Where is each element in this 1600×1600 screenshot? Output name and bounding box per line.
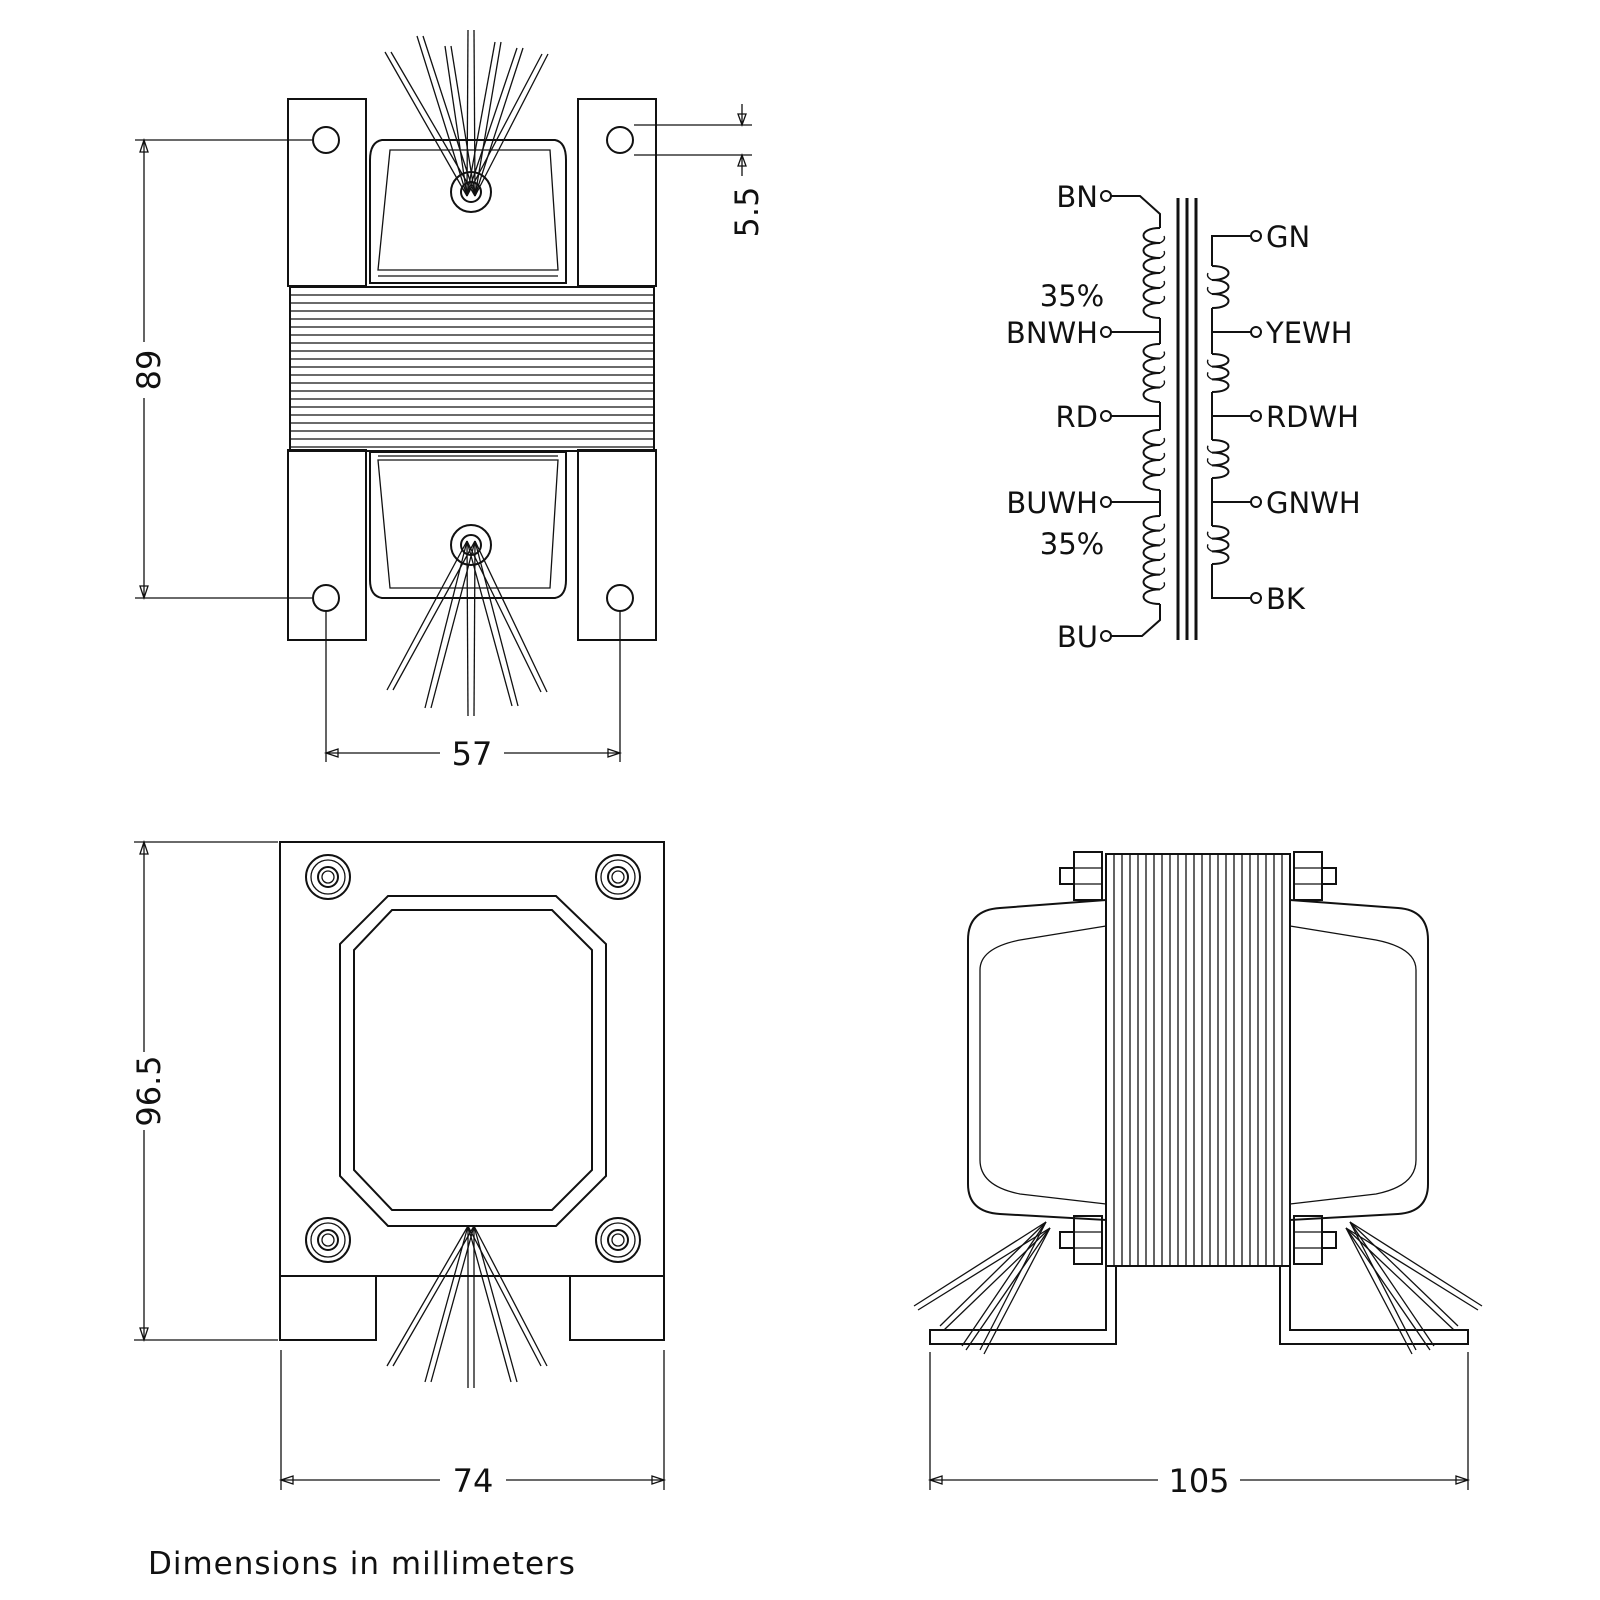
tap-label-bnwh: BNWH xyxy=(1006,316,1098,350)
tap-label-gn: GN xyxy=(1266,220,1310,254)
terminal-icon xyxy=(1100,410,1112,422)
tap-label-buwh: BUWH xyxy=(1006,486,1098,520)
winding-schematic: BN BNWH RD BUWH BU GN YEWH RDWH GNWH BK 35% 35% xyxy=(1006,180,1361,654)
terminal-icon xyxy=(1250,230,1262,242)
dimension-5-5-label: 5.5 xyxy=(728,187,766,238)
tap-note-upper: 35% xyxy=(1040,279,1104,313)
terminal-icon xyxy=(1250,326,1262,338)
front-view xyxy=(279,841,665,1388)
tap-label-rdwh: RDWH xyxy=(1266,400,1359,434)
side-core-laminations xyxy=(1105,853,1291,1267)
tap-label-gnwh: GNWH xyxy=(1266,486,1361,520)
units-caption: Dimensions in millimeters xyxy=(148,1546,576,1582)
mounting-hole xyxy=(312,126,340,154)
dimension-57-label: 57 xyxy=(452,735,493,773)
dimension-89-label: 89 xyxy=(130,350,168,391)
dimension-96-5-label: 96.5 xyxy=(130,1055,168,1126)
dimension-105-label: 105 xyxy=(1168,1462,1229,1500)
mounting-hole xyxy=(606,584,634,612)
side-view xyxy=(913,851,1483,1355)
tap-label-bk: BK xyxy=(1266,582,1306,616)
front-view-dimensions: 96.5 74 xyxy=(130,839,667,1500)
core-laminations xyxy=(289,286,655,452)
mounting-hole xyxy=(312,584,340,612)
terminal-icon xyxy=(1100,630,1112,642)
terminal-icon xyxy=(1100,326,1112,338)
tap-note-lower: 35% xyxy=(1040,527,1104,561)
top-view-dimensions: 89 57 5.5 xyxy=(130,104,766,773)
top-view xyxy=(287,29,657,717)
terminal-icon xyxy=(1250,496,1262,508)
coil-outline xyxy=(339,895,607,1227)
terminal-icon xyxy=(1100,496,1112,508)
terminal-icon xyxy=(1250,410,1262,422)
mounting-hole xyxy=(606,126,634,154)
side-view-dimensions: 105 xyxy=(927,1352,1471,1500)
tap-label-bn: BN xyxy=(1056,180,1098,214)
tap-label-yewh: YEWH xyxy=(1265,316,1353,350)
tap-label-rd: RD xyxy=(1056,400,1098,434)
terminal-icon xyxy=(1100,190,1112,202)
dimension-74-label: 74 xyxy=(453,1462,494,1500)
tap-label-bu: BU xyxy=(1057,620,1098,654)
terminal-icon xyxy=(1250,592,1262,604)
